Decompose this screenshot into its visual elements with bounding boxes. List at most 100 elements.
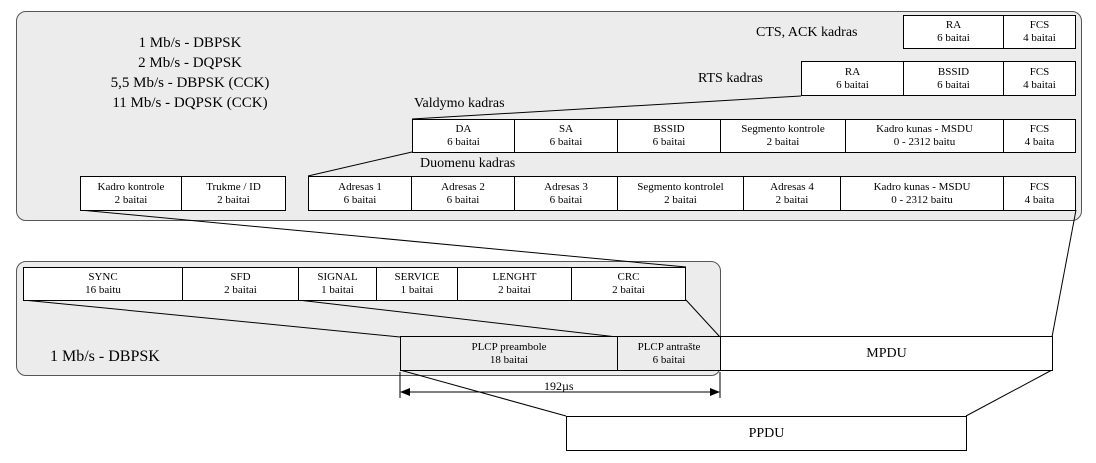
- rts-field-ra: RA 6 baitai: [801, 61, 904, 96]
- field-name: RA: [844, 65, 861, 78]
- data-field-address-2: Adresas 2 6 baitai: [411, 176, 515, 211]
- mgmt-field-msdu: Kadro kunas - MSDU 0 - 2312 baitu: [845, 119, 1004, 153]
- field-name: Kadro kontrole: [97, 180, 165, 193]
- mgmt-field-da: DA 6 baitai: [412, 119, 515, 153]
- data-field-fcs: FCS 4 baita: [1003, 176, 1076, 211]
- plcp-preamble-block: PLCP preambole 18 baitai: [400, 336, 618, 371]
- field-size: 18 baitai: [489, 353, 529, 366]
- field-name: FCS: [1029, 19, 1050, 31]
- field-size: 6 baitai: [549, 136, 583, 148]
- field-name: DA: [455, 123, 472, 135]
- field-name: RA: [945, 19, 962, 31]
- field-size: 6 baitai: [652, 136, 686, 148]
- rate-item: 2 Mb/s - DQPSK: [138, 55, 242, 71]
- field-size: 4 baita: [1024, 193, 1055, 206]
- plcp-field-sync: SYNC 16 baitu: [23, 267, 183, 301]
- plcp-field-length: LENGHT 2 baitai: [457, 267, 572, 301]
- field-size: 2 baitai: [498, 284, 531, 296]
- field-size: 6 baitai: [836, 78, 869, 91]
- rts-field-fcs: FCS 4 baitai: [1003, 61, 1076, 96]
- field-name: PLCP preambole: [471, 340, 547, 353]
- field-name: Kadro kunas - MSDU: [873, 180, 971, 193]
- rts-frame-label: RTS kadras: [698, 71, 763, 86]
- field-name: SIGNAL: [317, 271, 358, 283]
- field-name: LENGHT: [492, 271, 537, 283]
- field-name: Adresas 4: [770, 180, 814, 193]
- field-size: 16 baitu: [85, 284, 121, 296]
- field-size: 2 baitai: [775, 193, 809, 206]
- ppdu-label: PPDU: [748, 426, 785, 441]
- rate-item: 5,5 Mb/s - DBPSK (CCK): [110, 75, 270, 91]
- field-size: 2 baitai: [612, 284, 645, 296]
- field-name: Segmento kontrolel: [637, 180, 724, 193]
- field-name: SERVICE: [394, 271, 440, 283]
- mgmt-field-sequence-control: Segmento kontrole 2 baitai: [720, 119, 846, 153]
- management-frame-label: Valdymo kadras: [414, 96, 505, 111]
- rate-item: 11 Mb/s - DQPSK (CCK): [112, 95, 268, 111]
- field-name: PLCP antrašte: [637, 340, 701, 353]
- data-field-duration-id: Trukme / ID 2 baitai: [181, 176, 286, 211]
- plcp-header-block: PLCP antrašte 6 baitai: [617, 336, 721, 371]
- data-field-frame-control: Kadro kontrole 2 baitai: [80, 176, 182, 211]
- rate-item: 1 Mb/s - DBPSK: [138, 35, 242, 51]
- field-size: 4 baitai: [1023, 78, 1056, 91]
- field-size: 2 baitai: [224, 284, 257, 296]
- rate-list: 1 Mb/s - DBPSK 2 Mb/s - DQPSK 5,5 Mb/s -…: [80, 33, 300, 113]
- field-size: 2 baitai: [217, 193, 250, 206]
- field-size: 6 baitai: [937, 32, 970, 44]
- field-name: Adresas 3: [544, 180, 588, 193]
- field-name: BSSID: [653, 123, 685, 135]
- field-name: BSSID: [937, 65, 970, 78]
- field-size: 4 baita: [1024, 136, 1055, 148]
- mgmt-field-bssid: BSSID 6 baitai: [617, 119, 721, 153]
- field-size: 6 baitai: [446, 193, 480, 206]
- field-name: SA: [558, 123, 574, 135]
- field-size: 2 baitai: [766, 136, 800, 148]
- field-name: FCS: [1029, 123, 1050, 135]
- field-name: SYNC: [88, 271, 118, 283]
- field-name: Adresas 2: [441, 180, 485, 193]
- field-size: 6 baitai: [447, 136, 480, 148]
- field-size: 1 baitai: [321, 284, 354, 296]
- field-size: 0 - 2312 baitu: [893, 136, 956, 148]
- field-name: CRC: [617, 271, 640, 283]
- cts-field-fcs: FCS 4 baitai: [1003, 15, 1076, 49]
- field-size: 6 baitai: [937, 78, 970, 91]
- field-name: Segmento kontrole: [741, 123, 825, 135]
- field-name: Kadro kunas - MSDU: [876, 123, 973, 135]
- data-field-sequence-control: Segmento kontrolel 2 baitai: [617, 176, 744, 211]
- plcp-field-service: SERVICE 1 baitai: [376, 267, 458, 301]
- field-name: Adresas 1: [338, 180, 382, 193]
- mgmt-field-fcs: FCS 4 baita: [1003, 119, 1076, 153]
- phy-rate-label: 1 Mb/s - DBPSK: [50, 348, 160, 365]
- cts-ack-frame-label: CTS, ACK kadras: [756, 25, 858, 40]
- field-name: SFD: [230, 271, 251, 283]
- ppdu-block: PPDU: [566, 416, 967, 451]
- data-field-msdu: Kadro kunas - MSDU 0 - 2312 baitu: [840, 176, 1004, 211]
- mgmt-field-sa: SA 6 baitai: [514, 119, 618, 153]
- plcp-field-crc: CRC 2 baitai: [571, 267, 686, 301]
- data-field-address-3: Adresas 3 6 baitai: [514, 176, 618, 211]
- field-name: FCS: [1029, 65, 1050, 78]
- field-size: 0 - 2312 baitu: [891, 193, 953, 206]
- field-size: 6 baitai: [652, 353, 686, 366]
- mpdu-block: MPDU: [720, 336, 1053, 371]
- plcp-field-signal: SIGNAL 1 baitai: [298, 267, 377, 301]
- rts-field-bssid: BSSID 6 baitai: [903, 61, 1004, 96]
- field-size: 4 baitai: [1023, 32, 1056, 44]
- data-frame-label: Duomenu kadras: [420, 156, 516, 171]
- plcp-field-sfd: SFD 2 baitai: [182, 267, 299, 301]
- field-name: FCS: [1029, 180, 1050, 193]
- mpdu-label: MPDU: [866, 346, 907, 361]
- data-field-address-4: Adresas 4 2 baitai: [743, 176, 841, 211]
- data-field-address-1: Adresas 1 6 baitai: [308, 176, 412, 211]
- field-size: 2 baitai: [664, 193, 697, 206]
- cts-field-ra: RA 6 baitai: [903, 15, 1004, 49]
- field-name: Trukme / ID: [206, 180, 261, 193]
- duration-label: 192µs: [544, 379, 574, 393]
- field-size: 1 baitai: [400, 284, 434, 296]
- field-size: 2 baitai: [114, 193, 148, 206]
- field-size: 6 baitai: [343, 193, 377, 206]
- field-size: 6 baitai: [549, 193, 583, 206]
